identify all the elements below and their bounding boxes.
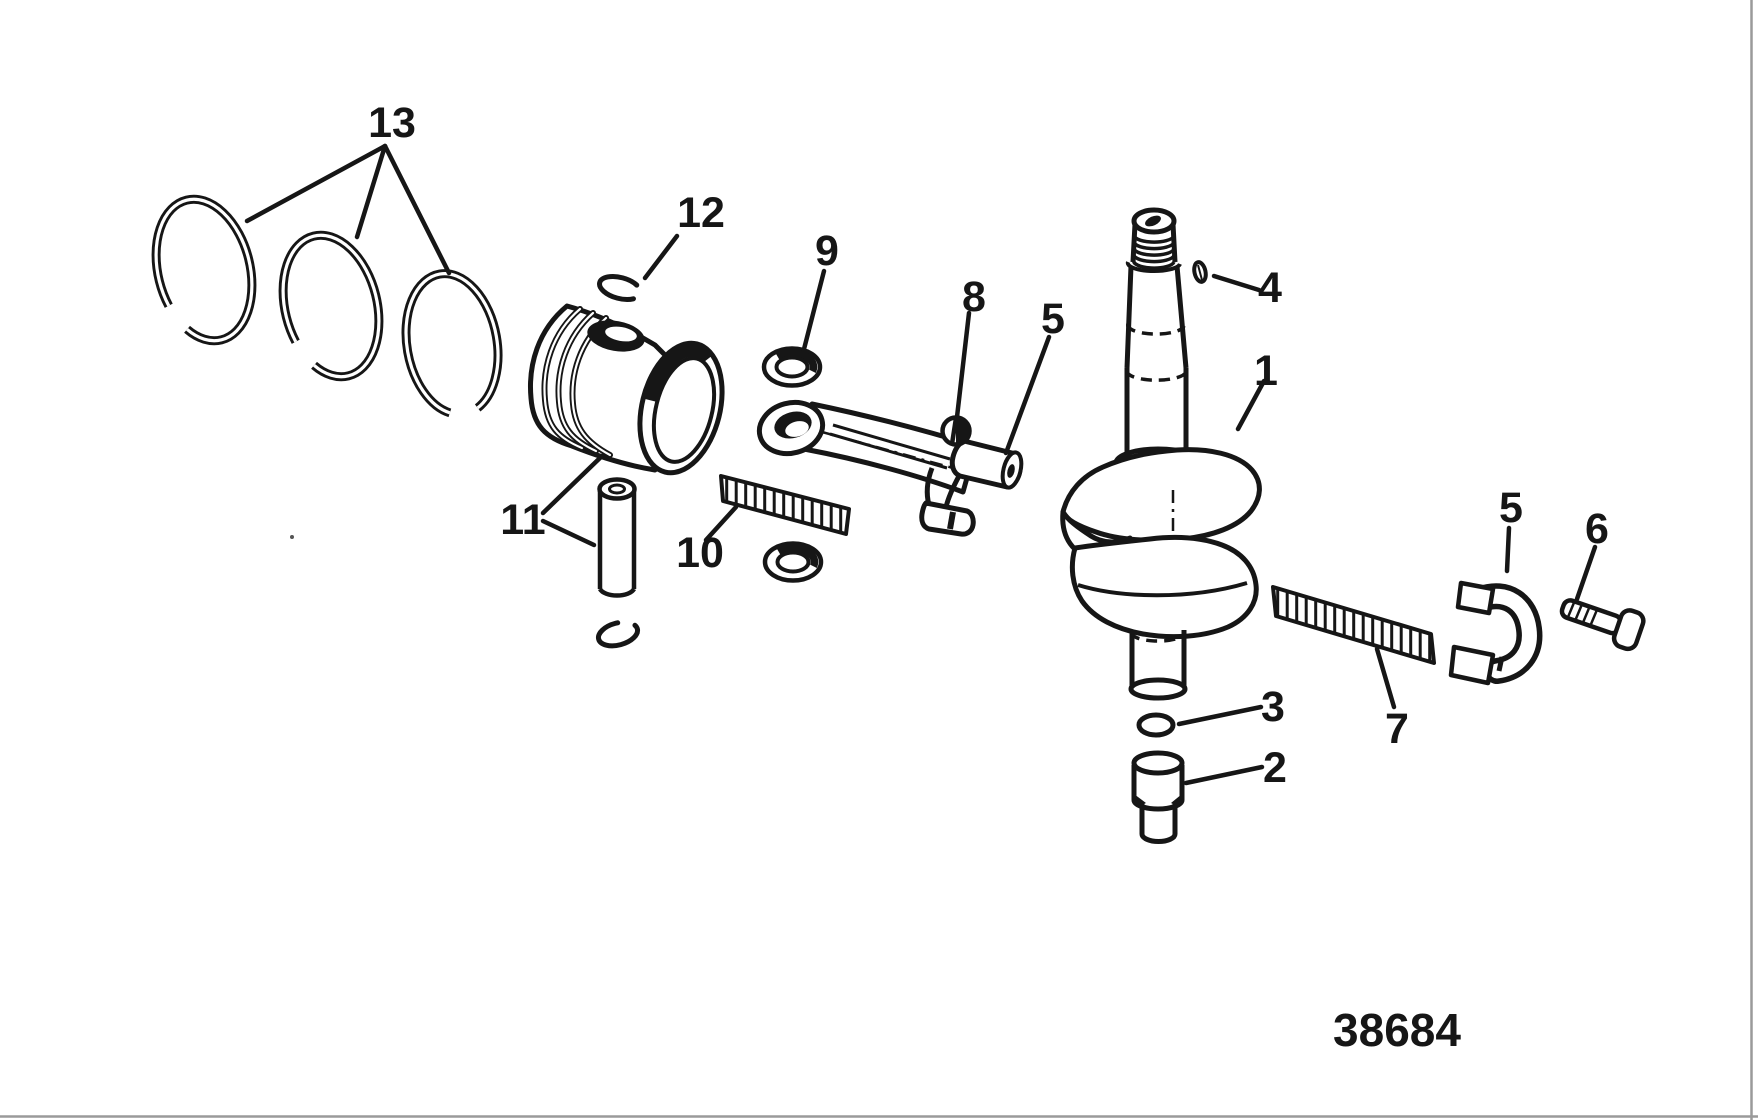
callout-3: 3 [1261, 683, 1285, 731]
part-plug [1131, 750, 1185, 844]
crank-upper-web [1060, 447, 1262, 543]
leader-6 [1574, 544, 1598, 602]
drawing-number: 38684 [1333, 1004, 1461, 1056]
part-retaining-clip-bottom [595, 619, 641, 649]
leader-4 [1211, 273, 1262, 293]
callout-11: 11 [500, 496, 545, 544]
leader-13c [382, 143, 452, 276]
part-wrist-pin [597, 477, 637, 598]
callout-9: 9 [815, 227, 839, 275]
part-piston [528, 303, 725, 476]
part-rod-screw [940, 415, 972, 447]
leader-2 [1183, 764, 1265, 786]
leader-12 [642, 233, 680, 281]
part-seal-ring [1136, 712, 1176, 738]
leader-lines [244, 143, 1598, 786]
leader-11a [540, 453, 605, 516]
threads [1132, 233, 1176, 270]
callout-10: 10 [676, 529, 724, 577]
leader-5-front [1003, 334, 1052, 456]
leader-1 [1235, 378, 1267, 432]
callout-4: 4 [1258, 264, 1282, 312]
leader-5-rear [1504, 525, 1512, 574]
callout-5-front: 5 [1041, 295, 1065, 343]
callout-8: 8 [962, 273, 986, 321]
part-washer-bottom [762, 541, 824, 583]
leader-13a [244, 143, 388, 224]
part-piston-ring-1 [151, 194, 257, 346]
part-connecting-rod [756, 399, 1024, 537]
part-dowel-pin [1192, 260, 1208, 284]
part-washer-top [761, 346, 823, 388]
callout-12: 12 [677, 189, 725, 237]
scan-speck [290, 535, 294, 539]
part-rod-cap-rear [1448, 580, 1543, 686]
callout-5-rear: 5 [1499, 484, 1523, 532]
callout-13: 13 [368, 99, 416, 147]
leader-9 [800, 268, 827, 356]
part-crankshaft [1060, 207, 1262, 701]
leader-13b [354, 143, 388, 240]
skirt-shading [640, 343, 724, 473]
callout-7: 7 [1385, 705, 1409, 753]
part-needle-bearing-front [719, 474, 851, 536]
part-piston-ring-3 [401, 269, 503, 419]
crank-lower-web [1069, 534, 1259, 640]
part-retaining-clip-top [597, 273, 643, 303]
leader-11b [540, 518, 597, 548]
part-needle-bearing-rear [1271, 585, 1436, 665]
callout-6: 6 [1585, 505, 1609, 553]
leader-7 [1374, 646, 1397, 710]
callout-2: 2 [1263, 744, 1287, 792]
part-bolt [1559, 598, 1646, 652]
part-piston-ring-2 [278, 230, 384, 382]
leader-8 [954, 310, 972, 420]
rod-fork-boss [919, 500, 976, 537]
leader-10 [703, 504, 739, 543]
callout-1: 1 [1254, 347, 1278, 395]
leader-3 [1176, 704, 1264, 727]
